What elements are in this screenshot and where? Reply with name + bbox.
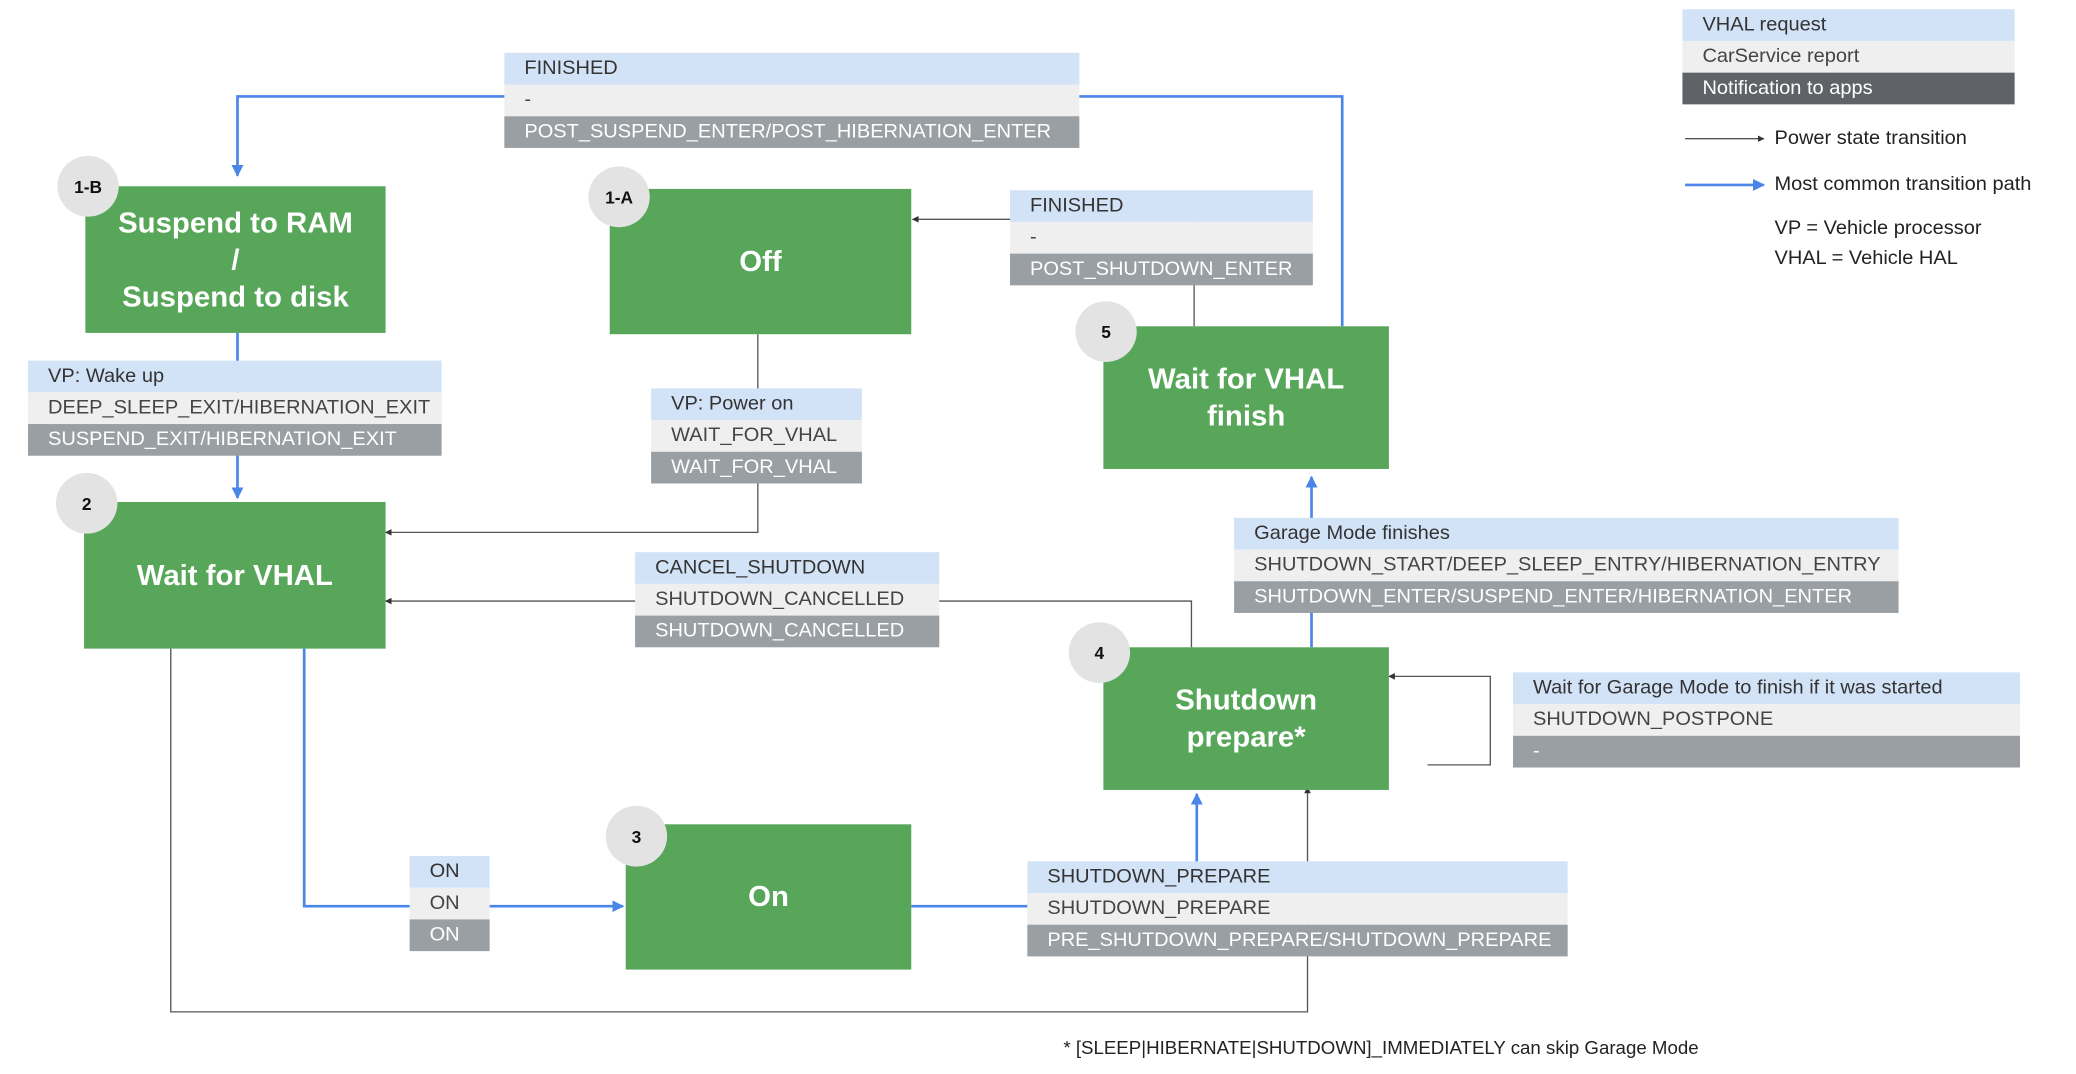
- badge-1b: 1-B: [57, 155, 119, 217]
- state-on: On: [625, 824, 912, 970]
- event-power-on: VP: Power on WAIT_FOR_VHAL WAIT_FOR_VHAL: [651, 388, 862, 484]
- event-garage-mode-finishes: Garage Mode finishes SHUTDOWN_START/DEEP…: [1234, 517, 1899, 613]
- event-report: SHUTDOWN_CANCELLED: [635, 583, 940, 616]
- legend-swatches: VHAL request CarService report Notificat…: [1682, 9, 2015, 105]
- event-shutdown-prepare: SHUTDOWN_PREPARE SHUTDOWN_PREPARE PRE_SH…: [1027, 861, 1568, 957]
- event-on: ON ON ON: [409, 856, 490, 952]
- event-notification: SUSPEND_EXIT/HIBERNATION_EXIT: [28, 424, 442, 456]
- state-wait-for-vhal-finish-label: Wait for VHAL finish: [1148, 361, 1345, 432]
- event-cancel-shutdown: CANCEL_SHUTDOWN SHUTDOWN_CANCELLED SHUTD…: [635, 552, 940, 648]
- footnote: * [SLEEP|HIBERNATE|SHUTDOWN]_IMMEDIATELY…: [1063, 1036, 1699, 1059]
- path-prepare-self-loop: [1388, 673, 1491, 766]
- event-report: DEEP_SLEEP_EXIT/HIBERNATION_EXIT: [28, 392, 442, 425]
- legend-notification-to-apps: Notification to apps: [1682, 72, 2015, 105]
- event-report: SHUTDOWN_START/DEEP_SLEEP_ENTRY/HIBERNAT…: [1234, 549, 1899, 582]
- state-suspend-label: Suspend to RAM / Suspend to disk: [118, 205, 353, 313]
- event-report: SHUTDOWN_POSTPONE: [1512, 704, 2020, 736]
- event-notification: -: [1512, 735, 2020, 768]
- event-request: ON: [409, 856, 490, 888]
- badge-4: 4: [1068, 622, 1131, 683]
- legend-carservice-report: CarService report: [1682, 40, 2015, 73]
- event-request: Garage Mode finishes: [1234, 517, 1899, 550]
- event-notification: POST_SHUTDOWN_ENTER: [1009, 253, 1313, 286]
- event-report: -: [1009, 221, 1313, 254]
- event-report: ON: [409, 887, 490, 920]
- event-notification: SHUTDOWN_CANCELLED: [635, 615, 940, 648]
- state-suspend: Suspend to RAM / Suspend to disk: [85, 186, 386, 333]
- event-request: FINISHED: [504, 52, 1080, 85]
- event-finished-off: FINISHED - POST_SHUTDOWN_ENTER: [1009, 190, 1313, 286]
- badge-5: 5: [1075, 301, 1137, 362]
- state-shutdown-prepare: Shutdown prepare*: [1103, 647, 1389, 790]
- legend-vhal-definition: VHAL = Vehicle HAL: [1774, 247, 1958, 270]
- legend-vhal-request: VHAL request: [1682, 9, 2015, 41]
- event-request: CANCEL_SHUTDOWN: [635, 552, 940, 584]
- event-notification: POST_SUSPEND_ENTER/POST_HIBERNATION_ENTE…: [504, 116, 1080, 148]
- event-wake-up: VP: Wake up DEEP_SLEEP_EXIT/HIBERNATION_…: [28, 360, 442, 456]
- event-notification: ON: [409, 919, 490, 952]
- legend-power-transition-label: Power state transition: [1774, 126, 1967, 150]
- event-shutdown-postpone: Wait for Garage Mode to finish if it was…: [1512, 672, 2020, 768]
- event-notification: SHUTDOWN_ENTER/SUSPEND_ENTER/HIBERNATION…: [1234, 581, 1899, 613]
- event-request: SHUTDOWN_PREPARE: [1027, 861, 1568, 893]
- state-wait-for-vhal-label: Wait for VHAL: [136, 558, 333, 592]
- event-notification: WAIT_FOR_VHAL: [651, 451, 862, 484]
- legend-common-path-label: Most common transition path: [1774, 173, 2032, 196]
- state-off: Off: [609, 188, 912, 335]
- state-wait-for-vhal-finish: Wait for VHAL finish: [1103, 326, 1389, 469]
- legend-vp-definition: VP = Vehicle processor: [1774, 216, 1982, 240]
- event-notification: PRE_SHUTDOWN_PREPARE/SHUTDOWN_PREPARE: [1027, 924, 1568, 957]
- path-wait-to-on: [302, 648, 625, 913]
- event-report: -: [504, 84, 1080, 117]
- event-report: SHUTDOWN_PREPARE: [1027, 892, 1568, 925]
- event-request: Wait for Garage Mode to finish if it was…: [1512, 672, 2020, 705]
- badge-1a: 1-A: [588, 166, 650, 228]
- event-request: VP: Power on: [651, 388, 862, 421]
- event-finished-suspend: FINISHED - POST_SUSPEND_ENTER/POST_HIBER…: [504, 52, 1080, 148]
- event-report: WAIT_FOR_VHAL: [651, 420, 862, 452]
- badge-3: 3: [605, 805, 668, 867]
- state-off-label: Off: [739, 244, 782, 278]
- badge-2: 2: [56, 472, 118, 534]
- state-shutdown-prepare-label: Shutdown prepare*: [1175, 682, 1318, 753]
- state-wait-for-vhal: Wait for VHAL: [84, 501, 386, 649]
- event-request: FINISHED: [1009, 190, 1313, 222]
- event-request: VP: Wake up: [28, 360, 442, 393]
- state-on-label: On: [748, 879, 789, 913]
